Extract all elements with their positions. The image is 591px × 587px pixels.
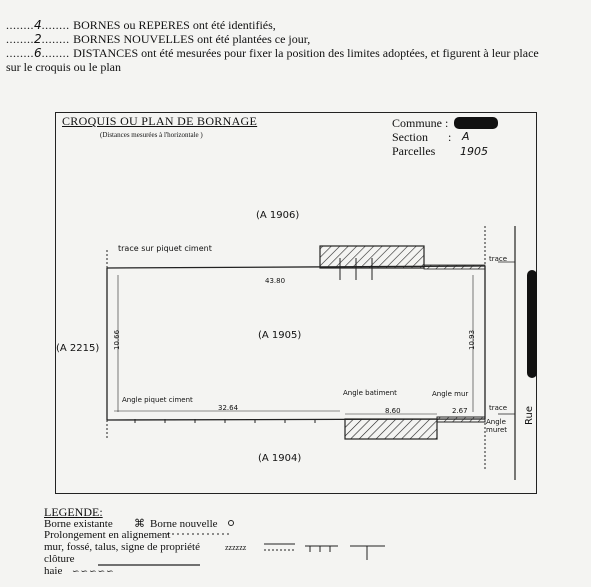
note-angle-batiment: Angle batiment (343, 389, 397, 397)
dim-right: 10.93 (468, 329, 476, 350)
haie-symbol: ∽∽∽∽∽ (72, 566, 115, 576)
note-angle-muret: Angle muret (486, 418, 508, 434)
wall-south (436, 416, 486, 423)
borne-existante-icon: ⌘ (134, 518, 145, 530)
note-angle-mur: Angle mur (432, 390, 469, 398)
wall-north (423, 264, 486, 270)
note-angle-piquet: Angle piquet ciment (122, 396, 193, 404)
dim-top: 43.80 (265, 277, 286, 285)
header-line-3: ........6........ DISTANCES ont été mesu… (6, 46, 539, 60)
dim-left: 10.66 (113, 329, 121, 350)
legend-borne-existante: Borne existante (44, 518, 113, 530)
parcelle-label: Parcelles (392, 144, 436, 158)
redaction-box (454, 117, 498, 129)
street-label: Rue (524, 406, 535, 425)
legend-haie: haie (44, 565, 63, 577)
sketch-subtitle: (Distances mesurées à l'horizontale ) (100, 131, 203, 139)
legend-mur: mur, fossé, talus, signe de propriété (44, 541, 200, 553)
section-label: Section (392, 130, 428, 144)
header-line-2: ........2........ BORNES NOUVELLES ont é… (6, 32, 311, 46)
parcelle-value: 1905 (460, 145, 488, 158)
header-line-1: ........4........ BORNES ou REPERES ont … (6, 18, 276, 32)
borne-nouvelle-symbol (228, 520, 234, 526)
sketch-title: CROQUIS OU PLAN DE BORNAGE (62, 114, 258, 128)
legend-borne-nouvelle: Borne nouvelle (150, 518, 218, 530)
legend-cloture: clôture (44, 553, 75, 565)
mur-symbol: zzzzzz (225, 543, 247, 552)
section-colon: : (448, 130, 452, 144)
header-line-1-text: BORNES ou REPERES ont été identifiés, (73, 18, 276, 32)
dim-bottom-left: 32.64 (218, 404, 239, 412)
header-line-4: sur le croquis ou le plan (6, 60, 121, 74)
dim-bottom-right: 2.67 (452, 407, 468, 415)
note-trace-top: trace (489, 255, 508, 263)
note-trace-piquet: trace sur piquet ciment (118, 244, 212, 253)
bornes-nouvelles-count: 2 (34, 32, 42, 46)
header-line-2-text: BORNES NOUVELLES ont été plantées ce jou… (73, 32, 311, 46)
redaction-bar (527, 270, 537, 378)
header-line-3-text: DISTANCES ont été mesurées pour fixer la… (73, 46, 539, 60)
distances-count: 6 (34, 46, 42, 60)
parcel-north-label: (A 1906) (256, 210, 300, 221)
dim-bottom-mid: 8.60 (385, 407, 401, 415)
legend-prolongement: Prolongement en alignement (44, 529, 171, 541)
bornes-count: 4 (34, 18, 42, 32)
section-value: A (462, 130, 470, 143)
commune-label: Commune : (392, 116, 449, 130)
parcel-west-label: (A 2215) (56, 343, 100, 354)
parcel-center-label: (A 1905) (258, 330, 302, 341)
legend-title: LEGENDE: (44, 505, 103, 519)
building-south (344, 418, 438, 440)
note-trace-bottom: trace (489, 404, 508, 412)
parcel-south-label: (A 1904) (258, 453, 302, 464)
